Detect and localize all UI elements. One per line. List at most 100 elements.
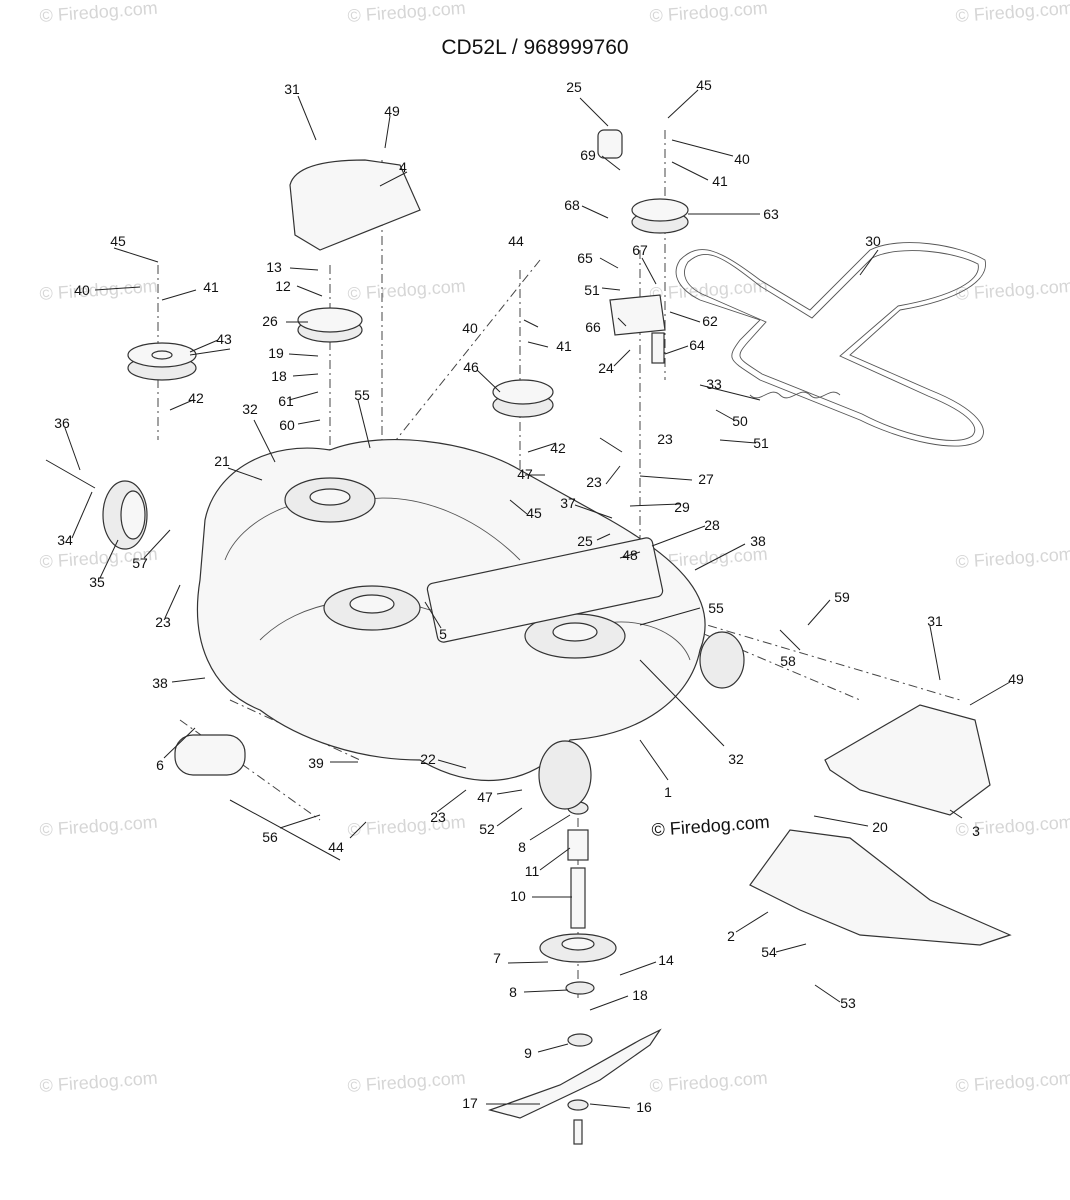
callout-61: 61	[278, 393, 294, 409]
callout-51: 51	[753, 435, 769, 451]
callout-53: 53	[840, 995, 856, 1011]
callout-4: 4	[399, 159, 407, 175]
callout-17: 17	[462, 1095, 478, 1111]
leader-lines	[64, 89, 1011, 1109]
watermark-text: © Firedog.com	[39, 812, 158, 840]
callout-66: 66	[585, 319, 601, 335]
callout-59: 59	[834, 589, 850, 605]
copyright-credit: © Firedog.com	[651, 812, 770, 840]
callout-18: 18	[271, 368, 287, 384]
callout-12: 12	[275, 278, 291, 294]
callout-45: 45	[526, 505, 542, 521]
callout-43: 43	[216, 331, 232, 347]
callout-34: 34	[57, 532, 73, 548]
callout-39: 39	[308, 755, 324, 771]
callout-28: 28	[704, 517, 720, 533]
pulleys	[127, 129, 689, 418]
callout-3: 3	[972, 823, 980, 839]
callout-18: 18	[632, 987, 648, 1003]
callout-25: 25	[566, 79, 582, 95]
callout-1: 1	[664, 784, 672, 800]
callout-7: 7	[493, 950, 501, 966]
callout-25: 25	[577, 533, 593, 549]
callout-49: 49	[1008, 671, 1024, 687]
callout-8: 8	[518, 839, 526, 855]
callout-10: 10	[510, 888, 526, 904]
callout-51: 51	[584, 282, 600, 298]
callout-33: 33	[706, 376, 722, 392]
callout-54: 54	[761, 944, 777, 960]
callout-38: 38	[750, 533, 766, 549]
callout-42: 42	[550, 440, 566, 456]
callout-41: 41	[203, 279, 219, 295]
callout-31: 31	[927, 613, 943, 629]
callout-19: 19	[268, 345, 284, 361]
watermark-text: © Firedog.com	[39, 1068, 158, 1096]
callout-9: 9	[524, 1045, 532, 1061]
spindle-assembly	[487, 801, 662, 1145]
mower-deck	[196, 439, 706, 782]
callout-44: 44	[508, 233, 524, 249]
callout-16: 16	[636, 1099, 652, 1115]
callout-55: 55	[354, 387, 370, 403]
watermark-text: © Firedog.com	[955, 276, 1070, 304]
callout-56: 56	[262, 829, 278, 845]
callout-49: 49	[384, 103, 400, 119]
callout-62: 62	[702, 313, 718, 329]
callout-6: 6	[156, 757, 164, 773]
callout-31: 31	[284, 81, 300, 97]
callout-64: 64	[689, 337, 705, 353]
watermark-text: © Firedog.com	[347, 812, 466, 840]
callout-46: 46	[463, 359, 479, 375]
callout-44: 44	[328, 839, 344, 855]
callout-23: 23	[586, 474, 602, 490]
callout-11: 11	[525, 863, 540, 879]
callout-41: 41	[712, 173, 728, 189]
callout-55: 55	[708, 600, 724, 616]
wheels-and-misc	[45, 391, 841, 861]
watermark-text: © Firedog.com	[347, 276, 466, 304]
callout-22: 22	[420, 751, 436, 767]
callout-40: 40	[734, 151, 750, 167]
callout-40: 40	[462, 320, 478, 336]
callout-40: 40	[74, 282, 90, 298]
watermark-text: © Firedog.com	[955, 0, 1070, 26]
callout-23: 23	[430, 809, 446, 825]
callout-63: 63	[763, 206, 779, 222]
callout-27: 27	[698, 471, 714, 487]
callout-52: 52	[479, 821, 495, 837]
callout-26: 26	[262, 313, 278, 329]
watermark-text: © Firedog.com	[347, 0, 466, 26]
callout-23: 23	[657, 431, 673, 447]
callout-45: 45	[110, 233, 126, 249]
callout-58: 58	[780, 653, 796, 669]
watermark-text: © Firedog.com	[347, 1068, 466, 1096]
callout-50: 50	[732, 413, 748, 429]
callout-32: 32	[242, 401, 258, 417]
callout-8: 8	[509, 984, 517, 1000]
callout-30: 30	[865, 233, 881, 249]
watermark-text: © Firedog.com	[955, 544, 1070, 572]
callout-23: 23	[155, 614, 171, 630]
watermark-text: © Firedog.com	[649, 276, 768, 304]
callout-14: 14	[658, 952, 674, 968]
callout-32: 32	[728, 751, 744, 767]
callout-48: 48	[622, 547, 638, 563]
callout-labels: 1234567889101112131416171818192021222323…	[54, 77, 1024, 1115]
callout-42: 42	[188, 390, 204, 406]
diagram-title: CD52L / 968999760	[441, 36, 629, 59]
callout-67: 67	[632, 242, 648, 258]
callout-65: 65	[577, 250, 593, 266]
callout-36: 36	[54, 415, 70, 431]
callout-20: 20	[872, 819, 888, 835]
belt	[675, 242, 986, 447]
callout-68: 68	[564, 197, 580, 213]
callout-38: 38	[152, 675, 168, 691]
callout-21: 21	[214, 453, 230, 469]
watermark-text: © Firedog.com	[955, 1068, 1070, 1096]
watermark-text: © Firedog.com	[649, 1068, 768, 1096]
callout-13: 13	[266, 259, 282, 275]
callout-69: 69	[580, 147, 596, 163]
watermark-text: © Firedog.com	[39, 0, 158, 26]
